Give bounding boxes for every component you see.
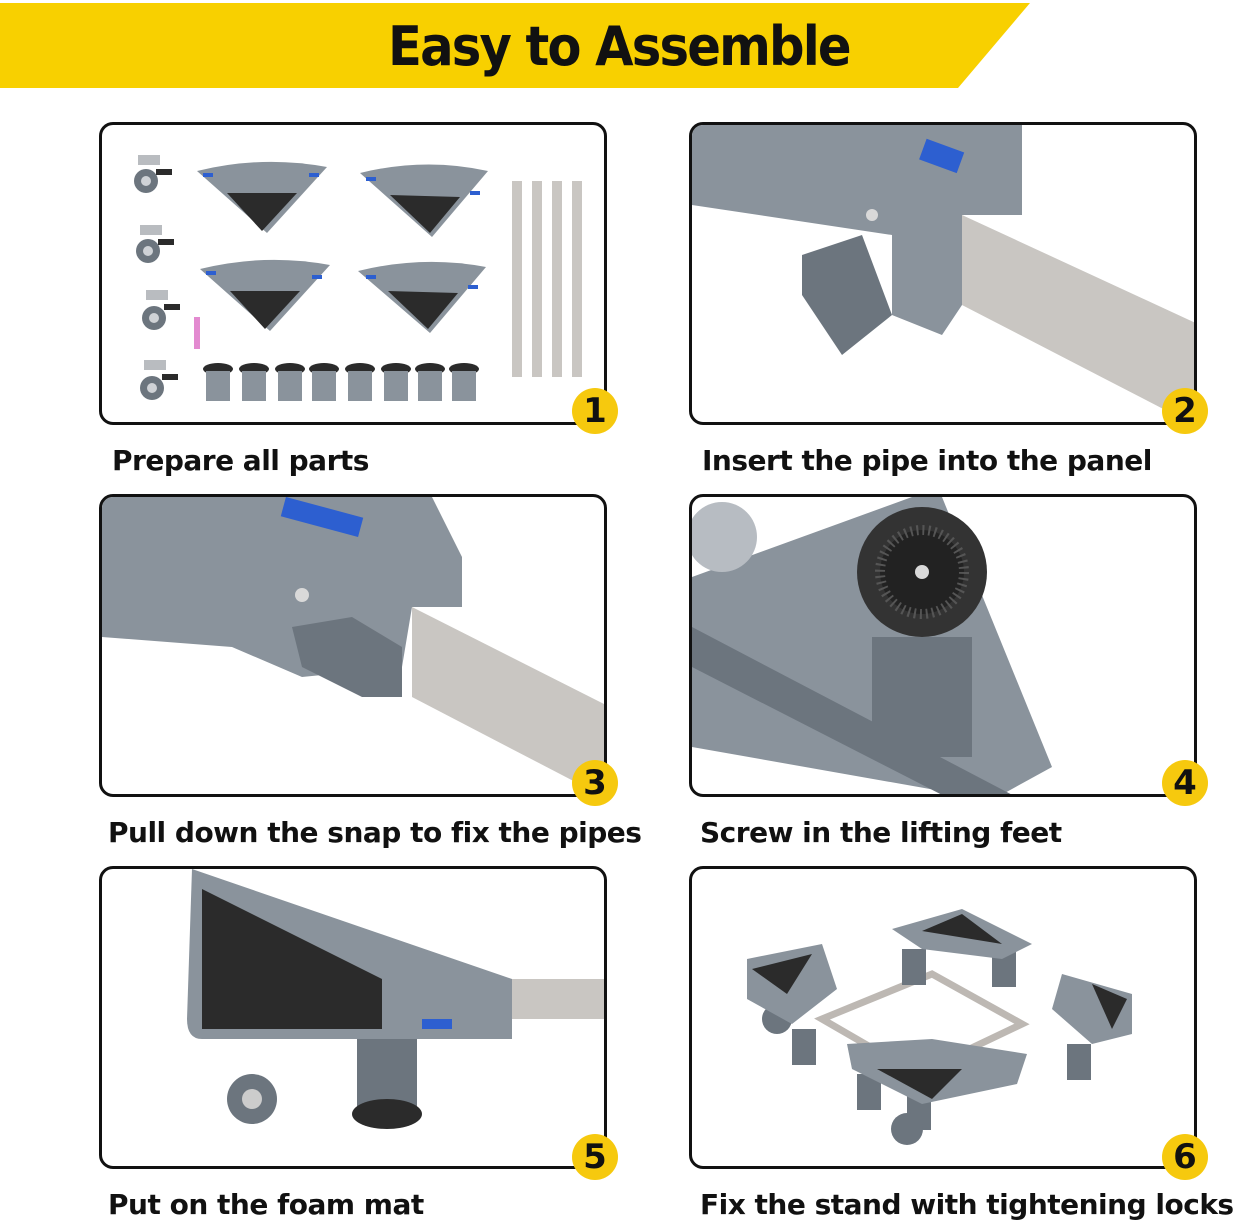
step-2-image-panel <box>689 122 1197 425</box>
step-5-image-panel <box>99 866 607 1169</box>
step-badge-5: 5 <box>572 1134 618 1180</box>
lifting-feet <box>203 363 479 401</box>
lifting-foot-closeup-image <box>692 497 1052 794</box>
snap-closeup-image <box>102 497 604 794</box>
step-caption-3: Pull down the snap to fix the pipes <box>108 816 642 849</box>
step-caption-6: Fix the stand with tightening locks <box>700 1188 1234 1221</box>
step-badge-6: 6 <box>1162 1134 1208 1180</box>
step-3-image-panel <box>99 494 607 797</box>
step-caption-2: Insert the pipe into the panel <box>702 444 1152 477</box>
corner-panels <box>197 161 488 333</box>
steel-pipes <box>512 181 582 377</box>
step-badge-1: 1 <box>572 388 618 434</box>
foam-mat-corner-image <box>187 869 604 1129</box>
step-caption-4: Screw in the lifting feet <box>700 816 1062 849</box>
assembled-stand-image <box>747 909 1132 1145</box>
caster-wheels <box>134 155 180 400</box>
stand-corners <box>747 909 1132 1104</box>
step-4-image-panel <box>689 494 1197 797</box>
header-banner: Easy to Assemble <box>0 3 1246 88</box>
pipe-into-panel-image <box>692 125 1194 422</box>
step-badge-3: 3 <box>572 760 618 806</box>
step-caption-1: Prepare all parts <box>112 444 369 477</box>
step-badge-4: 4 <box>1162 760 1208 806</box>
step-6-image-panel <box>689 866 1197 1169</box>
step-badge-2: 2 <box>1162 388 1208 434</box>
parts-layout-image <box>134 155 582 401</box>
step-caption-5: Put on the foam mat <box>108 1188 424 1221</box>
spirit-level <box>194 317 200 349</box>
banner-shape <box>0 3 1030 88</box>
step-1-image-panel <box>99 122 607 425</box>
page-title: Easy to Assemble <box>388 15 852 78</box>
